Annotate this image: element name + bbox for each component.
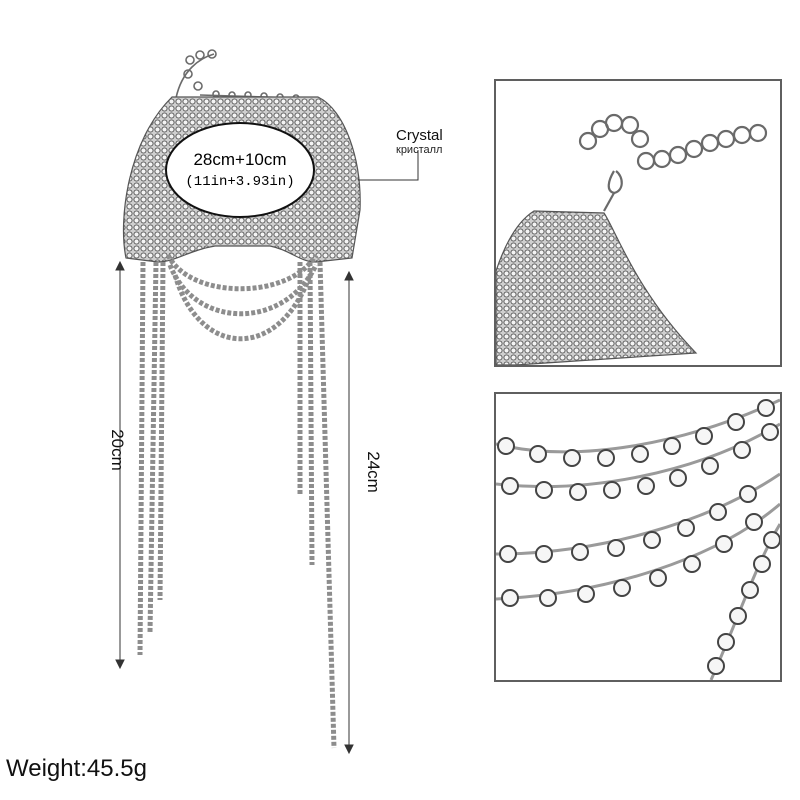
detail-photo-strands — [494, 392, 782, 682]
left-length-label: 20cm — [107, 429, 127, 471]
extender-chain — [175, 49, 301, 102]
detail-photo-clasp — [494, 79, 782, 367]
size-ellipse — [165, 122, 315, 218]
clasp-detail-illustration — [496, 113, 768, 365]
tassel-chains — [137, 261, 337, 749]
crystal-callout-line — [358, 150, 419, 181]
strand-detail-illustration — [496, 398, 780, 680]
size-inch-label: (11in+3.93in) — [185, 174, 295, 190]
material-label-ru: кристалл — [396, 144, 443, 156]
material-label: Crystal — [396, 127, 443, 144]
size-cm-label: 28cm+10cm — [193, 150, 287, 169]
weight-label: Weight:45.5g — [6, 755, 147, 782]
right-length-label: 24cm — [363, 451, 383, 493]
swag-chains — [165, 253, 319, 342]
dimension-arrows — [115, 260, 354, 755]
